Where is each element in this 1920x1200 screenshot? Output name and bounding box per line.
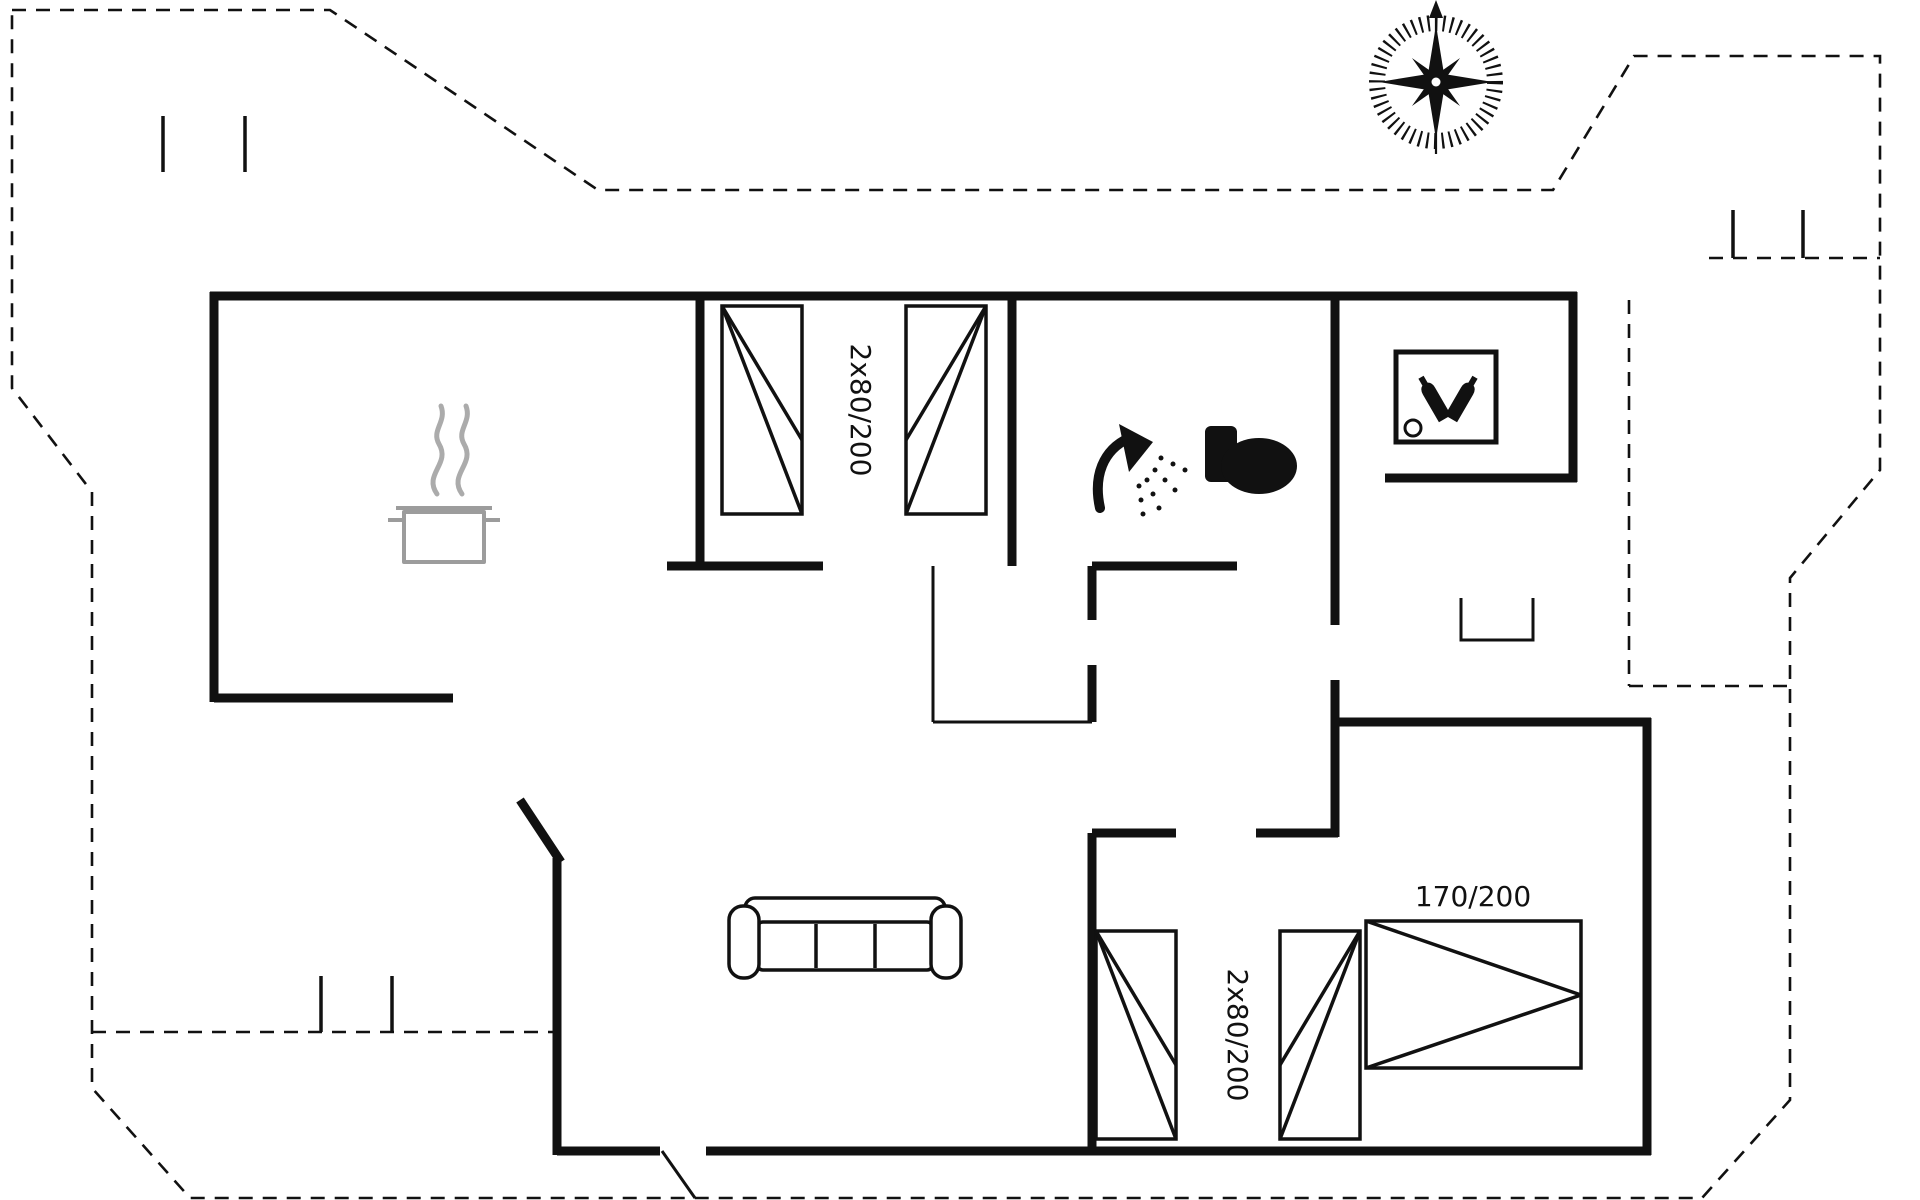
sofa-seat bbox=[755, 920, 935, 972]
double-bed-icon bbox=[1364, 919, 1583, 1070]
deck-ticks bbox=[161, 116, 1805, 1032]
shower-spray bbox=[1136, 455, 1188, 517]
bed-size-label: 170/200 bbox=[1415, 880, 1531, 913]
shower-hose bbox=[1092, 433, 1134, 513]
terrace-boundary bbox=[10, 8, 1882, 1200]
sofa-armrest-left bbox=[727, 904, 761, 980]
glass bbox=[1403, 418, 1423, 438]
shower-head bbox=[1119, 424, 1153, 472]
interior-thin-walls bbox=[660, 566, 1535, 1199]
compass-center bbox=[1431, 77, 1441, 87]
bottle-rack-icon bbox=[1393, 349, 1499, 445]
pot-body bbox=[402, 510, 486, 564]
entrance-door-leaf bbox=[660, 1150, 697, 1199]
compass-north-arrow bbox=[1429, 0, 1443, 18]
shower-icon bbox=[1092, 424, 1188, 517]
steam-wisp bbox=[455, 403, 470, 497]
single-bed-icon bbox=[1278, 929, 1362, 1141]
bottle bbox=[1418, 375, 1452, 423]
steam-wisp bbox=[430, 403, 445, 497]
terrace-outline bbox=[10, 8, 1882, 1200]
single-bed-icon bbox=[720, 304, 804, 516]
single-bed-icon bbox=[904, 304, 988, 516]
sofa-icon bbox=[727, 896, 963, 980]
bed-size-label: 2x80/200 bbox=[844, 344, 877, 477]
sofa-armrest-right bbox=[929, 904, 963, 980]
bottle-box bbox=[1393, 349, 1499, 445]
house-walls bbox=[209, 291, 1652, 1156]
deck-step bbox=[1459, 598, 1535, 642]
beds bbox=[720, 304, 1583, 1141]
sofa-back bbox=[743, 896, 947, 926]
toilet-joint bbox=[1229, 444, 1253, 474]
compass-rose-icon bbox=[1369, 0, 1503, 154]
cooking-pot-icon bbox=[388, 506, 500, 564]
bottle bbox=[1444, 375, 1478, 423]
toilet-icon bbox=[1205, 426, 1297, 494]
bed-size-label: 2x80/200 bbox=[1221, 969, 1254, 1102]
steam-icon bbox=[430, 403, 470, 497]
single-bed-icon bbox=[1094, 929, 1178, 1141]
wall-diagonal bbox=[516, 797, 565, 865]
